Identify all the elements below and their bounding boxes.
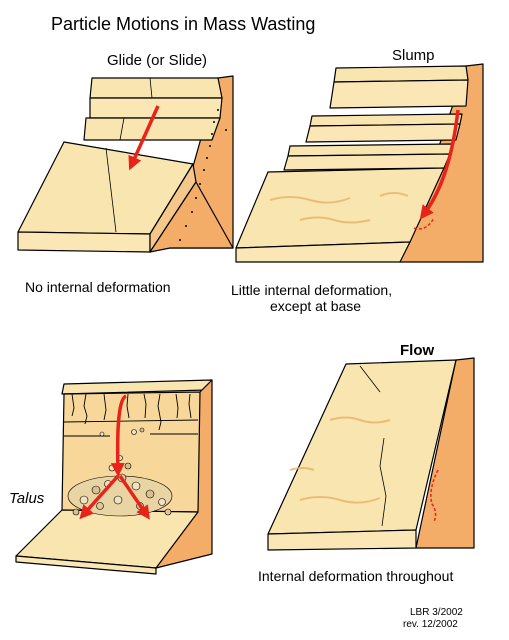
glide-block-diagram <box>17 75 234 253</box>
fall-arrow-left <box>79 474 120 520</box>
credit-line2: rev. 12/2002 <box>403 619 458 630</box>
page-title: Particle Motions in Mass Wasting <box>51 14 316 34</box>
fall-block-diagram <box>15 379 213 575</box>
slump-block-diagram <box>235 63 484 263</box>
flow-base-deformation <box>430 469 439 523</box>
slump-base-front <box>235 241 411 263</box>
slump-lower-surface <box>235 167 445 249</box>
flow-base-front <box>267 529 417 551</box>
fall-arrow-down <box>110 394 128 477</box>
glide-slid-block-front <box>17 231 151 253</box>
talus-label: Talus <box>9 490 45 507</box>
slump-label: Slump <box>392 47 435 64</box>
credit-line1: LBR 3/2002 <box>410 607 463 618</box>
flow-label: Flow <box>400 342 435 359</box>
flow-texture-lines <box>359 365 387 527</box>
slump-caption-line2: except at base <box>270 298 362 314</box>
glide-motion-arrow <box>128 105 160 171</box>
slump-texture-lines <box>269 192 409 224</box>
flow-shading <box>289 416 391 504</box>
glide-upper-step-top <box>89 77 223 99</box>
glide-caption: No internal deformation <box>25 279 171 295</box>
glide-base-slab <box>149 181 234 253</box>
fall-arrow-right <box>118 475 150 520</box>
fall-floor-front <box>15 555 157 575</box>
slump-caption-line1: Little internal deformation, <box>231 282 393 298</box>
slump-step2-front <box>305 123 461 143</box>
slump-step3-front <box>283 153 451 171</box>
slump-base-deformation <box>413 217 435 230</box>
fall-cliff-cracks <box>63 393 199 437</box>
fall-motion-arrows <box>79 394 150 520</box>
slump-step1-front <box>329 79 469 109</box>
flow-block-diagram <box>267 357 475 551</box>
glide-mid-step <box>83 117 221 141</box>
glide-label: Glide (or Slide) <box>107 52 208 69</box>
slump-motion-arrow <box>419 109 460 220</box>
flow-caption: Internal deformation throughout <box>258 568 454 584</box>
slump-step1-top <box>333 65 469 83</box>
glide-slip-dots <box>179 109 227 241</box>
